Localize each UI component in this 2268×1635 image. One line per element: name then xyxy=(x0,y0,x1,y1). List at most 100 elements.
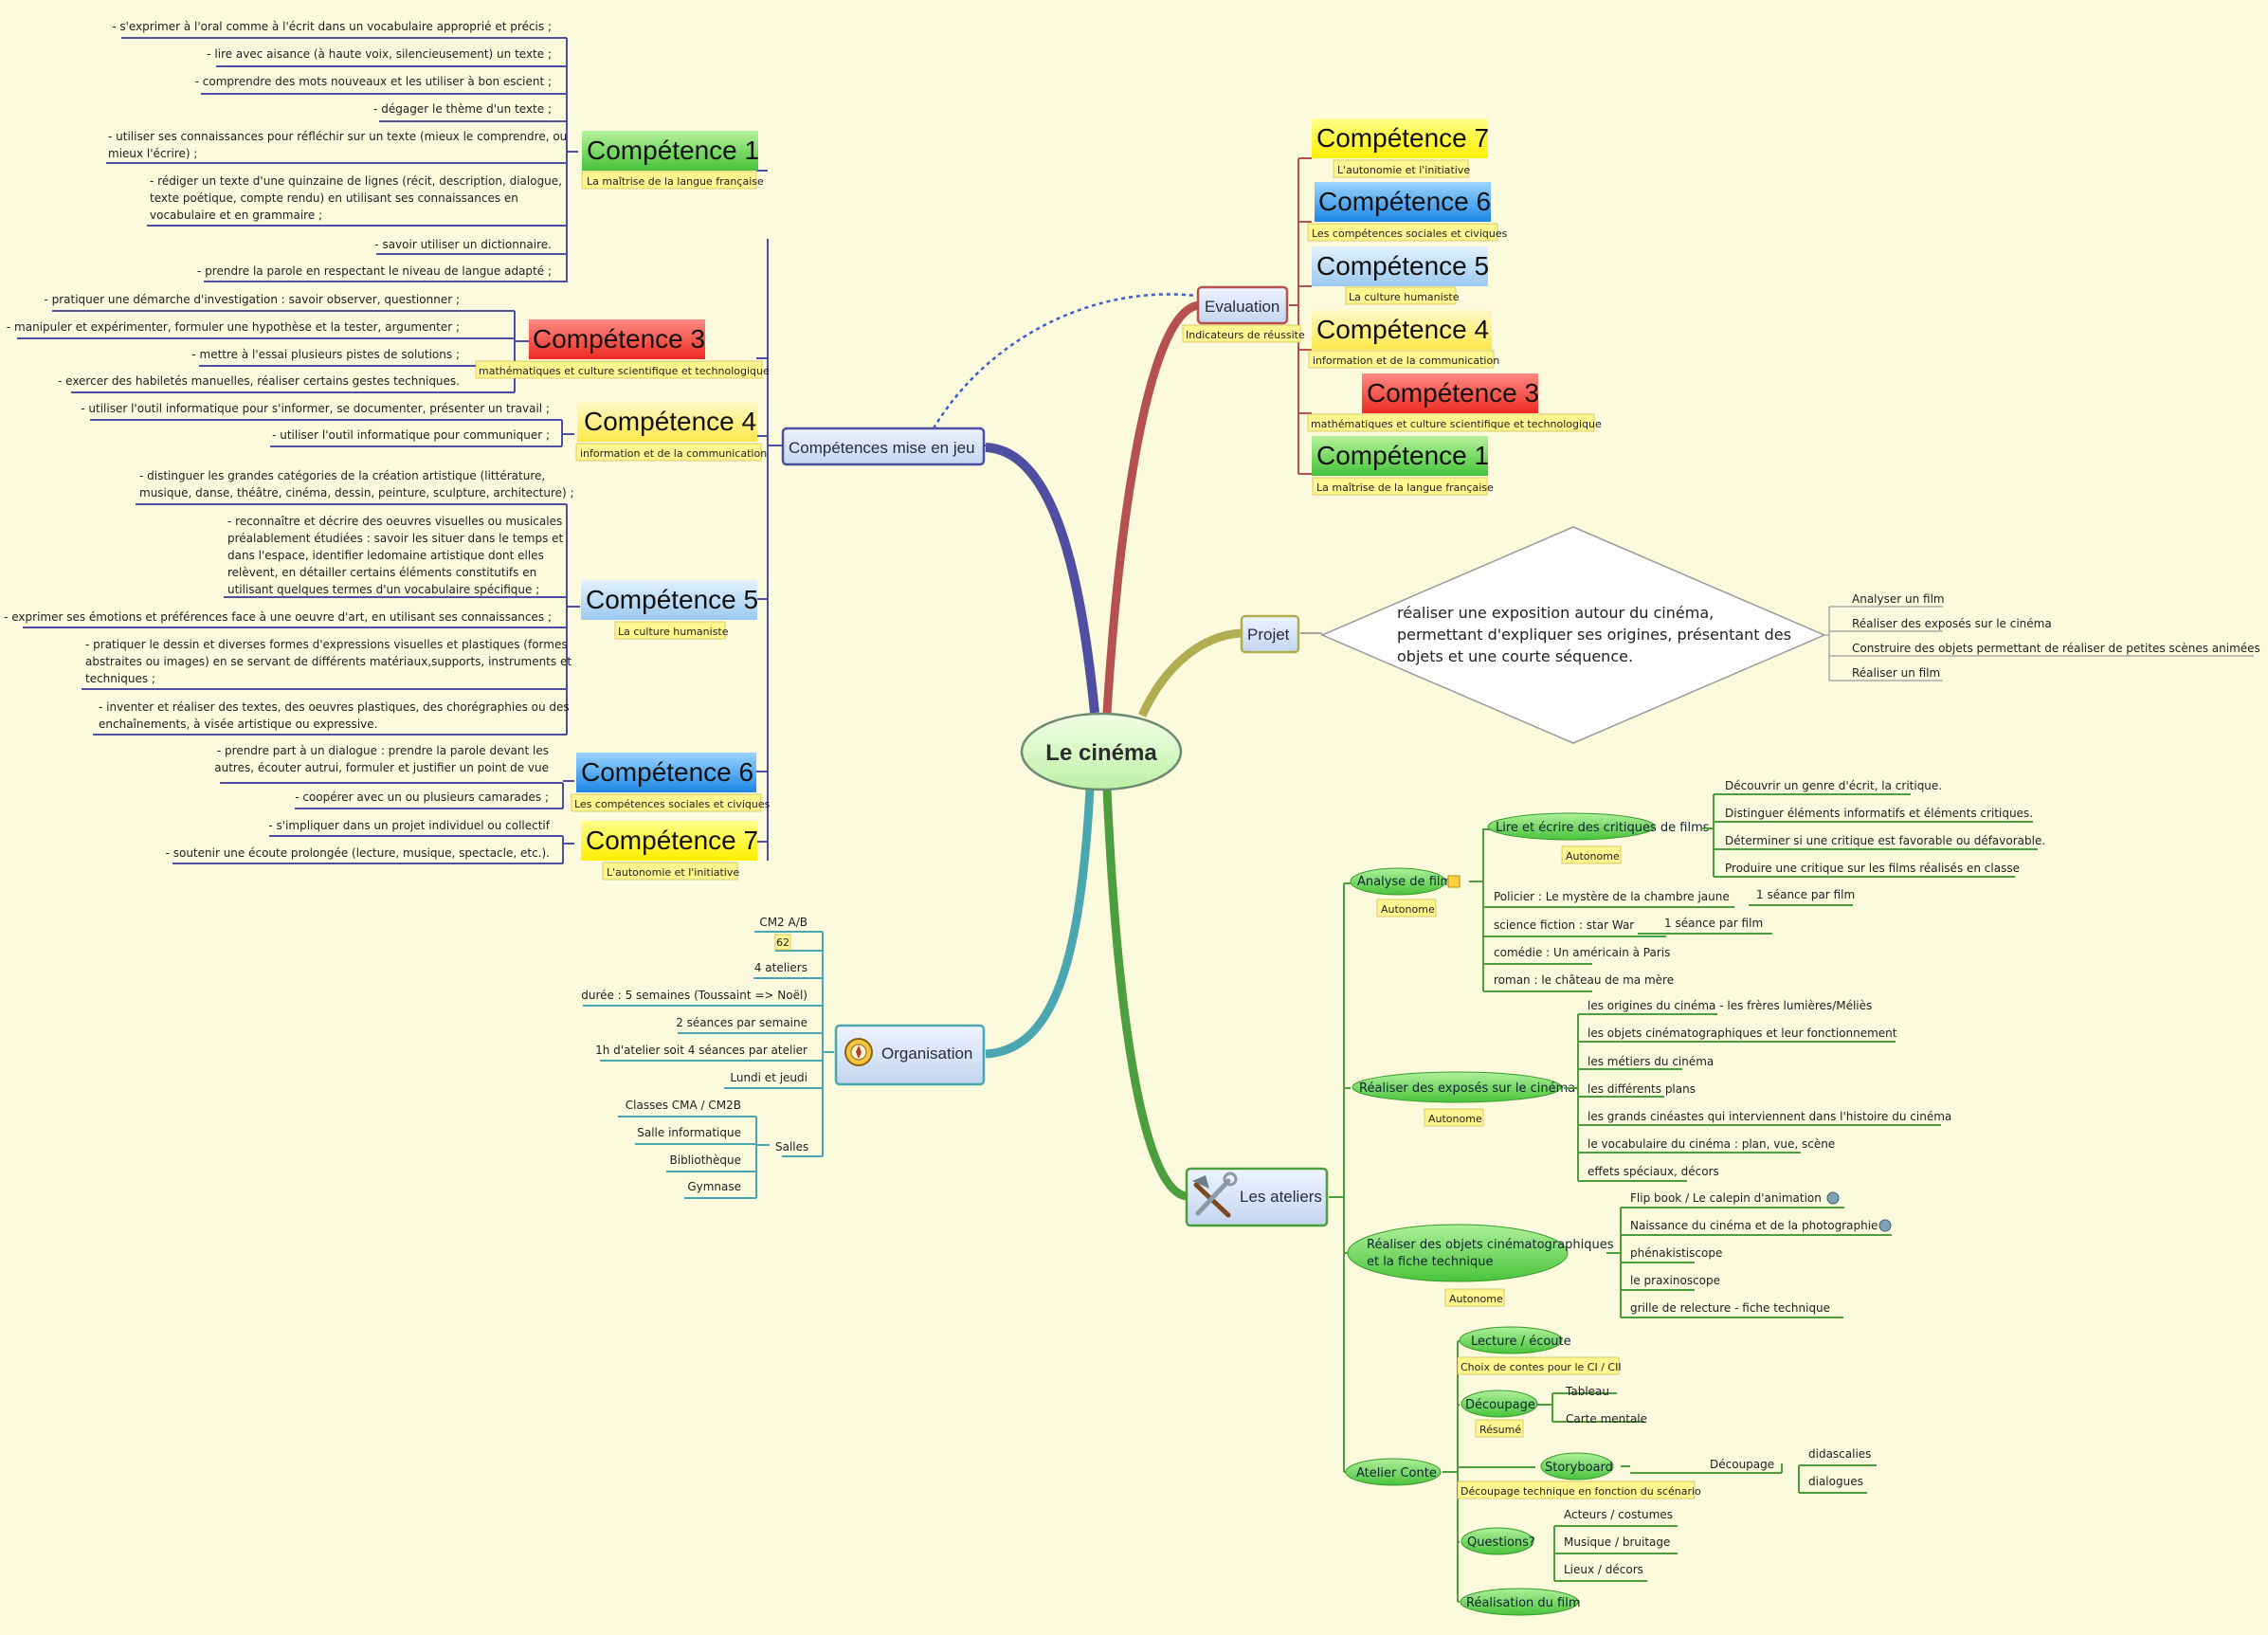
eval-c1-title: Compétence 1 xyxy=(1316,441,1489,470)
c1-box[interactable] xyxy=(582,131,758,171)
projet-item-4: Réaliser un film xyxy=(1852,666,1940,680)
questions-item-2: Musique / bruitage xyxy=(1564,1535,1670,1549)
storyboard-sub: Découpage xyxy=(1710,1458,1774,1471)
evaluation-tag: Indicateurs de réussite xyxy=(1186,329,1305,341)
storyboard-title: Storyboard xyxy=(1545,1461,1613,1475)
svg-text:utilisant quelques termes d'un: utilisant quelques termes d'un vocabulai… xyxy=(227,583,539,596)
c6-tag-box xyxy=(571,793,762,812)
salles-item-1: Classes CMA / CM2B xyxy=(626,1099,741,1112)
c4-box[interactable] xyxy=(577,402,757,442)
realisation-title: Réalisation du film xyxy=(1466,1596,1581,1610)
film-1: Policier : Le mystère de la chambre jaun… xyxy=(1494,890,1730,903)
eval-c3-box[interactable] xyxy=(1362,373,1538,413)
c5-items-lines xyxy=(23,503,580,736)
c5-items: - distinguer les grandes catégories de l… xyxy=(4,469,573,731)
center-node[interactable] xyxy=(1020,712,1183,791)
branch-projet xyxy=(1137,628,1243,718)
salles-title: Salles xyxy=(775,1140,808,1154)
svg-text:abstraites ou images) en se se: abstraites ou images) en se servant de d… xyxy=(85,655,572,668)
c6-box[interactable] xyxy=(576,753,756,792)
decoupage-bubble[interactable] xyxy=(1461,1390,1538,1418)
eval-c5-box[interactable] xyxy=(1312,246,1488,286)
eval-c6-subtitle: Les compétences sociales et civiques xyxy=(1312,227,1508,240)
c1-items-lines xyxy=(106,37,578,282)
expose-2: les objets cinématographiques et leur fo… xyxy=(1588,1026,1897,1040)
questions-item-1: Acteurs / costumes xyxy=(1564,1508,1673,1521)
org-item-3: 4 ateliers xyxy=(754,961,807,974)
eval-c6-title: Compétence 6 xyxy=(1318,187,1491,216)
c3-title: Compétence 3 xyxy=(533,324,705,354)
decoupage-tag-box xyxy=(1475,1419,1524,1438)
projet-item-2: Réaliser des exposés sur le cinéma xyxy=(1852,617,2052,630)
organisation-node[interactable] xyxy=(834,1024,986,1086)
org-item-2: 62 xyxy=(776,936,789,949)
organisation-lines xyxy=(583,931,834,1199)
salles-item-3: Bibliothèque xyxy=(670,1154,742,1167)
svg-text:- utiliser ses connaissances p: - utiliser ses connaissances pour réfléc… xyxy=(108,130,567,143)
c1-items: - s'exprimer à l'oral comme à l'écrit da… xyxy=(108,20,567,278)
exposes-bubble[interactable] xyxy=(1352,1071,1562,1103)
lire-item-3: Déterminer si une critique est favorable… xyxy=(1725,834,2045,847)
projet-item-1: Analyser un film xyxy=(1852,592,1945,606)
objet-3: phénakistiscope xyxy=(1630,1246,1722,1260)
conte-lines xyxy=(1442,1340,1877,1603)
evaluation-title: Evaluation xyxy=(1205,298,1279,316)
svg-text:- rédiger un texte d'une quinz: - rédiger un texte d'une quinzaine de li… xyxy=(150,174,562,188)
seance-2: 1 séance par film xyxy=(1664,917,1763,930)
c5-subtitle: La culture humaniste xyxy=(618,626,729,638)
film-2: science fiction : star War xyxy=(1494,918,1634,932)
conte-bubble[interactable] xyxy=(1345,1458,1442,1486)
svg-text:vocabulaire et en grammaire ;: vocabulaire et en grammaire ; xyxy=(150,209,322,222)
svg-text:- prendre part à un dialogue :: - prendre part à un dialogue : prendre l… xyxy=(217,744,549,757)
projet-item-3: Construire des objets permettant de réal… xyxy=(1852,642,2260,655)
organisation-title: Organisation xyxy=(881,1045,972,1063)
film-3: comédie : Un américain à Paris xyxy=(1494,946,1670,959)
c4-subtitle: information et de la communication xyxy=(580,447,767,460)
lecture-bubble[interactable] xyxy=(1459,1326,1563,1354)
c5-box[interactable] xyxy=(581,580,757,620)
svg-text:mieux l'écrire) ;: mieux l'écrire) ; xyxy=(108,147,197,160)
c7-subtitle: L'autonomie et l'initiative xyxy=(607,866,739,879)
svg-text:- prendre la parole en respect: - prendre la parole en respectant le niv… xyxy=(197,264,552,278)
c3-items: - pratiquer une démarche d'investigation… xyxy=(7,293,460,388)
competences-node[interactable] xyxy=(781,427,986,466)
c7-title: Compétence 7 xyxy=(586,826,758,855)
c7-tag-box xyxy=(602,862,738,881)
evaluation-link xyxy=(932,293,1197,429)
analyse-bubble[interactable] xyxy=(1350,867,1446,896)
objets-bubble[interactable] xyxy=(1347,1224,1569,1282)
eval-c1-box[interactable] xyxy=(1312,436,1488,476)
projet-title: Projet xyxy=(1247,626,1290,644)
c6-title: Compétence 6 xyxy=(581,757,753,787)
lire-item-2: Distinguer éléments informatifs et éléme… xyxy=(1725,807,2033,820)
c4-title: Compétence 4 xyxy=(584,407,756,436)
objets-tag-box xyxy=(1444,1288,1505,1307)
svg-text:- utiliser l'outil informatiqu: - utiliser l'outil informatique pour com… xyxy=(272,428,550,442)
c3-box[interactable] xyxy=(529,319,705,359)
projet-text-3: objets et une courte séquence. xyxy=(1397,647,1633,665)
expose-4: les différents plans xyxy=(1588,1082,1696,1096)
questions-bubble[interactable] xyxy=(1461,1527,1534,1555)
svg-text:dans l'espace, identifier ledo: dans l'espace, identifier ledomaine arti… xyxy=(227,549,544,562)
eval-c7-box[interactable] xyxy=(1312,118,1488,158)
storyboard-bubble[interactable] xyxy=(1540,1452,1614,1481)
objet-5: grille de relecture - fiche technique xyxy=(1630,1301,1830,1315)
projet-node[interactable] xyxy=(1240,614,1300,654)
realisation-bubble[interactable] xyxy=(1460,1588,1579,1616)
c7-box[interactable] xyxy=(581,821,757,861)
expose-6: le vocabulaire du cinéma : plan, vue, sc… xyxy=(1588,1137,1835,1151)
c4-tag-box xyxy=(575,443,762,462)
eval-c5-tag-box xyxy=(1345,286,1457,305)
objets-tag: Autonome xyxy=(1449,1293,1503,1305)
analyse-tag: Autonome xyxy=(1381,903,1435,916)
projet-items-lines xyxy=(1824,606,2254,681)
eval-c6-tag-box xyxy=(1307,223,1498,242)
objets-title-2: et la fiche technique xyxy=(1367,1255,1493,1269)
eval-c6-box[interactable] xyxy=(1315,182,1491,222)
eval-c4-box[interactable] xyxy=(1312,310,1492,350)
c6-subtitle: Les compétences sociales et civiques xyxy=(574,798,771,810)
evaluation-node[interactable] xyxy=(1196,285,1289,325)
objet-1: Flip book / Le calepin d'animation xyxy=(1630,1191,1822,1205)
decoupage-item-1: Tableau xyxy=(1565,1385,1609,1398)
lire-bubble[interactable] xyxy=(1487,812,1656,841)
